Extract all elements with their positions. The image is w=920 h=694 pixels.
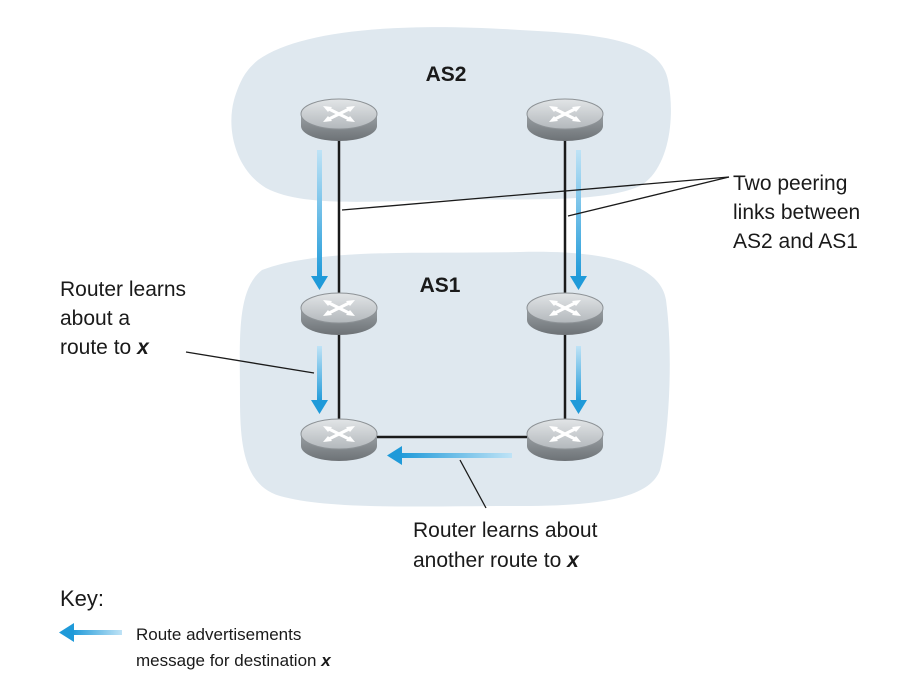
router-icon [299, 98, 379, 143]
callout-line-peering-left [341, 176, 730, 211]
key-title: Key: [60, 586, 104, 611]
learns-route-line-2: about a [60, 307, 130, 330]
callout-lines [185, 176, 730, 509]
learns-route-var: x [136, 336, 150, 359]
arrow-as1-right-down [570, 346, 587, 414]
peering-line-3: AS2 and AS1 [733, 230, 858, 253]
another-route-line-1: Router learns about [413, 519, 598, 542]
another-route-var: x [566, 549, 580, 572]
arrow-as2-left-down [311, 150, 328, 290]
as2-label: AS2 [426, 63, 467, 86]
learns-route-line-3: route to x [60, 336, 150, 359]
another-route-prefix: another route to [413, 549, 567, 572]
learns-route-annotation: Router learns about a route to x [60, 278, 186, 359]
learns-route-prefix: route to [60, 336, 137, 359]
peering-line-1: Two peering [733, 172, 847, 195]
arrow-bottom-left [387, 446, 512, 465]
arrow-as1-left-down [311, 346, 328, 414]
as2-region [231, 27, 671, 202]
key-arrow-icon [59, 623, 122, 642]
links [337, 136, 567, 439]
callout-line-learns-route [185, 351, 315, 374]
as1-label: AS1 [420, 274, 461, 297]
router-icon [299, 418, 379, 463]
key-legend: Key: Route advertisements message for de… [59, 586, 332, 670]
key-line-1: Route advertisements [136, 625, 301, 644]
peering-annotation: Two peering links between AS2 and AS1 [733, 172, 860, 253]
callout-line-peering-right [567, 176, 730, 217]
router-icon [525, 292, 605, 337]
peering-line-2: links between [733, 201, 860, 224]
learns-route-line-1: Router learns [60, 278, 186, 301]
key-line-2: message for destination x [136, 651, 332, 670]
another-route-line-2: another route to x [413, 549, 580, 572]
callout-line-another-route [459, 459, 487, 509]
router-icon [525, 418, 605, 463]
key-var: x [320, 651, 332, 670]
another-route-annotation: Router learns about another route to x [413, 519, 598, 572]
key-line-2-prefix: message for destination [136, 651, 321, 670]
router-icon [299, 292, 379, 337]
router-icon [525, 98, 605, 143]
